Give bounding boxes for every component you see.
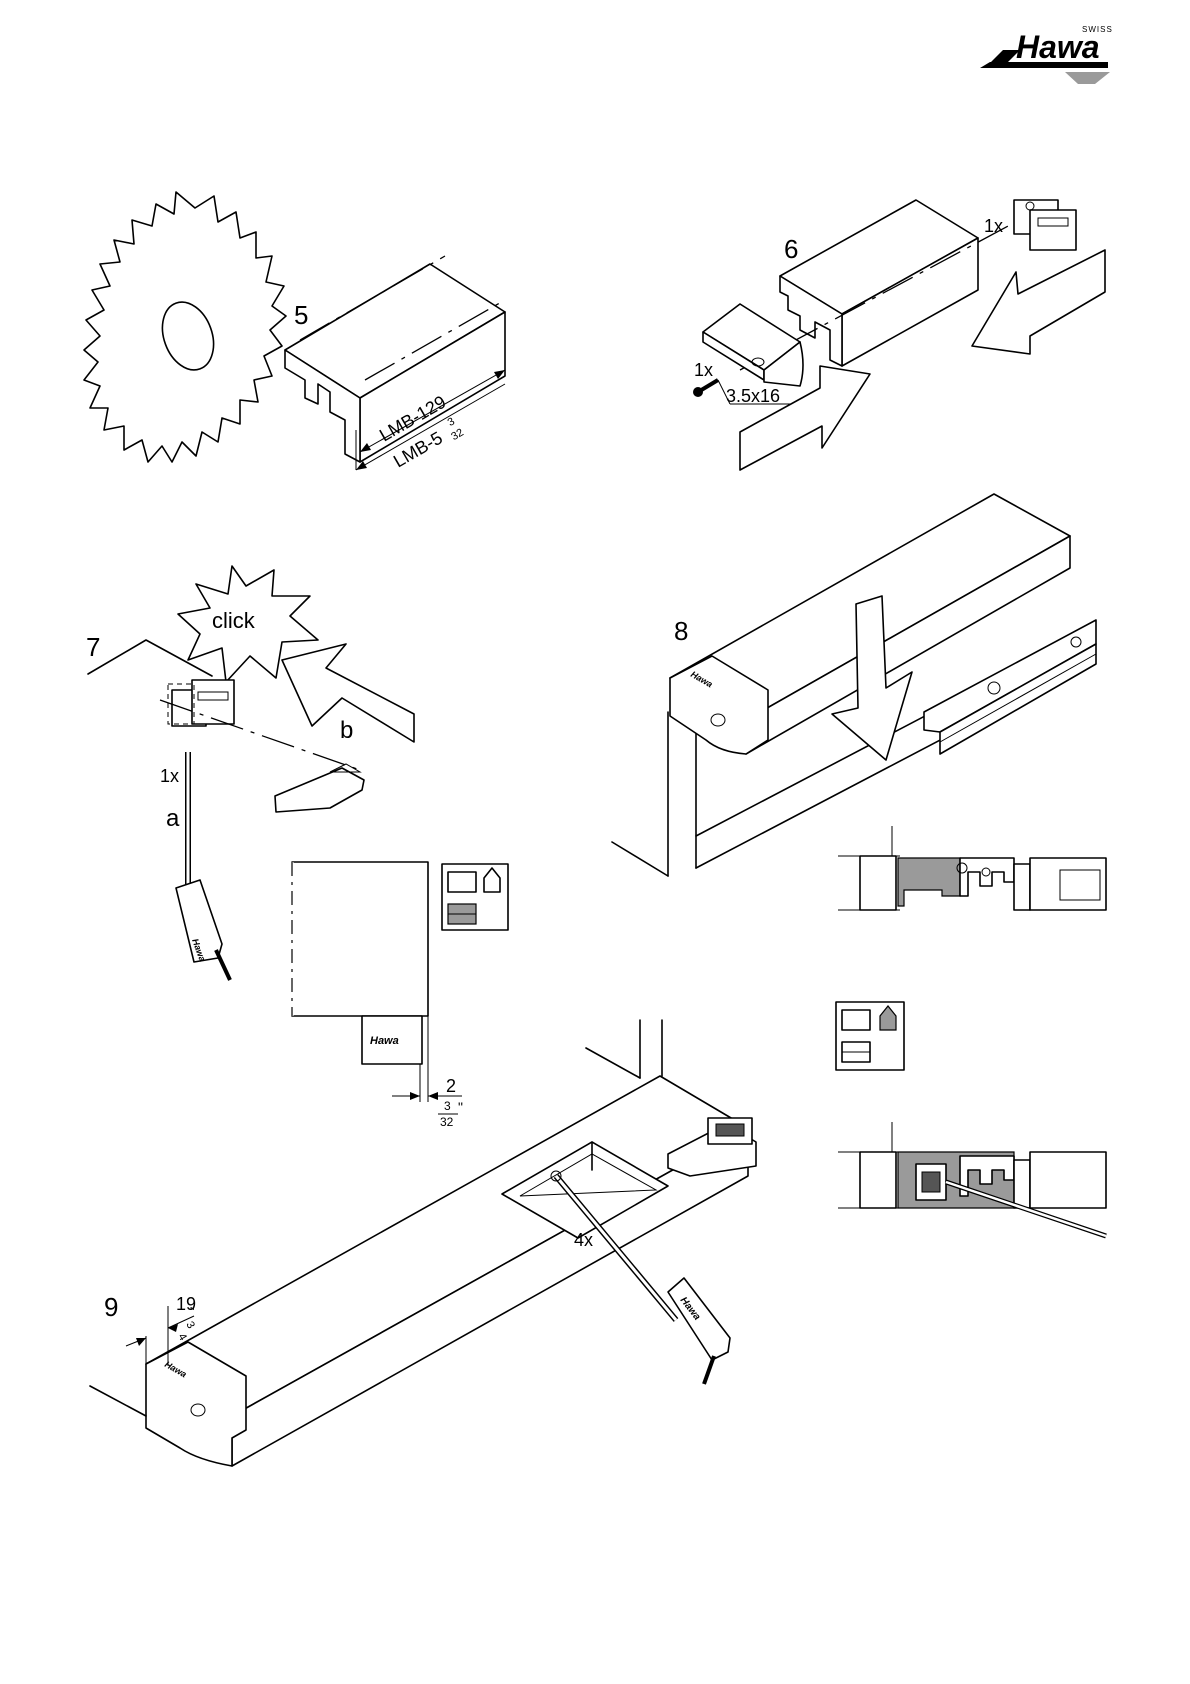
step-5-number: 5 — [294, 300, 308, 330]
step-9-inch-mark: " — [190, 1304, 195, 1319]
section-detail-2 — [838, 1122, 1106, 1236]
step-7-qty: 1x — [160, 766, 179, 786]
step-9-qty: 4x — [574, 1230, 593, 1250]
hex-key-icon: Hawa — [176, 752, 230, 980]
step-6-qty-clip: 1x — [984, 216, 1003, 236]
svg-text:Hawa: Hawa — [370, 1035, 399, 1047]
brand-tag: SWISS — [1082, 25, 1113, 34]
brand-name: Hawa — [1016, 29, 1100, 65]
profile-key-box — [836, 1002, 904, 1070]
arrow-left-icon — [972, 250, 1105, 354]
step-5-dim-bottom-den: 32 — [449, 427, 466, 444]
step-6-qty-screw: 1x — [694, 360, 713, 380]
step-5-dim-bottom-num: 3 — [446, 415, 457, 428]
profile-key-box — [442, 864, 508, 930]
clip-part — [168, 680, 234, 726]
step-7-number: 7 — [86, 632, 100, 662]
step-6-screw-size: 3.5x16 — [726, 386, 780, 406]
step-7-dim-mm: 2 — [446, 1076, 456, 1096]
step-7-label-b: b — [340, 717, 353, 744]
section-detail-1 — [838, 826, 1106, 910]
clip-part — [1014, 200, 1076, 250]
step-7-inch-mark: " — [458, 1099, 463, 1115]
step-7-dim-in-num: 3 — [444, 1099, 451, 1113]
hawa-logo: Hawa SWISS — [980, 25, 1113, 84]
step-9-dim-in-num: 3 — [183, 1320, 196, 1331]
step-7-illustration: Hawa 7 click b 1x a Hawa 2 3 32 " — [86, 566, 508, 1129]
step-7-dim-in-den: 32 — [440, 1115, 454, 1129]
screw-icon — [693, 380, 718, 397]
step-6-illustration: 6 1x 1x 3.5x16 — [693, 200, 1105, 470]
arrow-right-icon — [740, 366, 870, 470]
step-7-label-a: a — [166, 805, 180, 832]
step-6-number: 6 — [784, 234, 798, 264]
saw-blade-icon — [84, 192, 286, 462]
step-8-number: 8 — [674, 616, 688, 646]
step-5-illustration: 5 LMB-129 LMB-5 3 32 — [84, 192, 505, 474]
step-9-number: 9 — [104, 1292, 118, 1322]
step-7-click: click — [212, 608, 256, 633]
step-9-illustration: Hawa Hawa 9 4x 19 3 4 " — [90, 1020, 756, 1466]
end-cap-part — [703, 304, 803, 386]
